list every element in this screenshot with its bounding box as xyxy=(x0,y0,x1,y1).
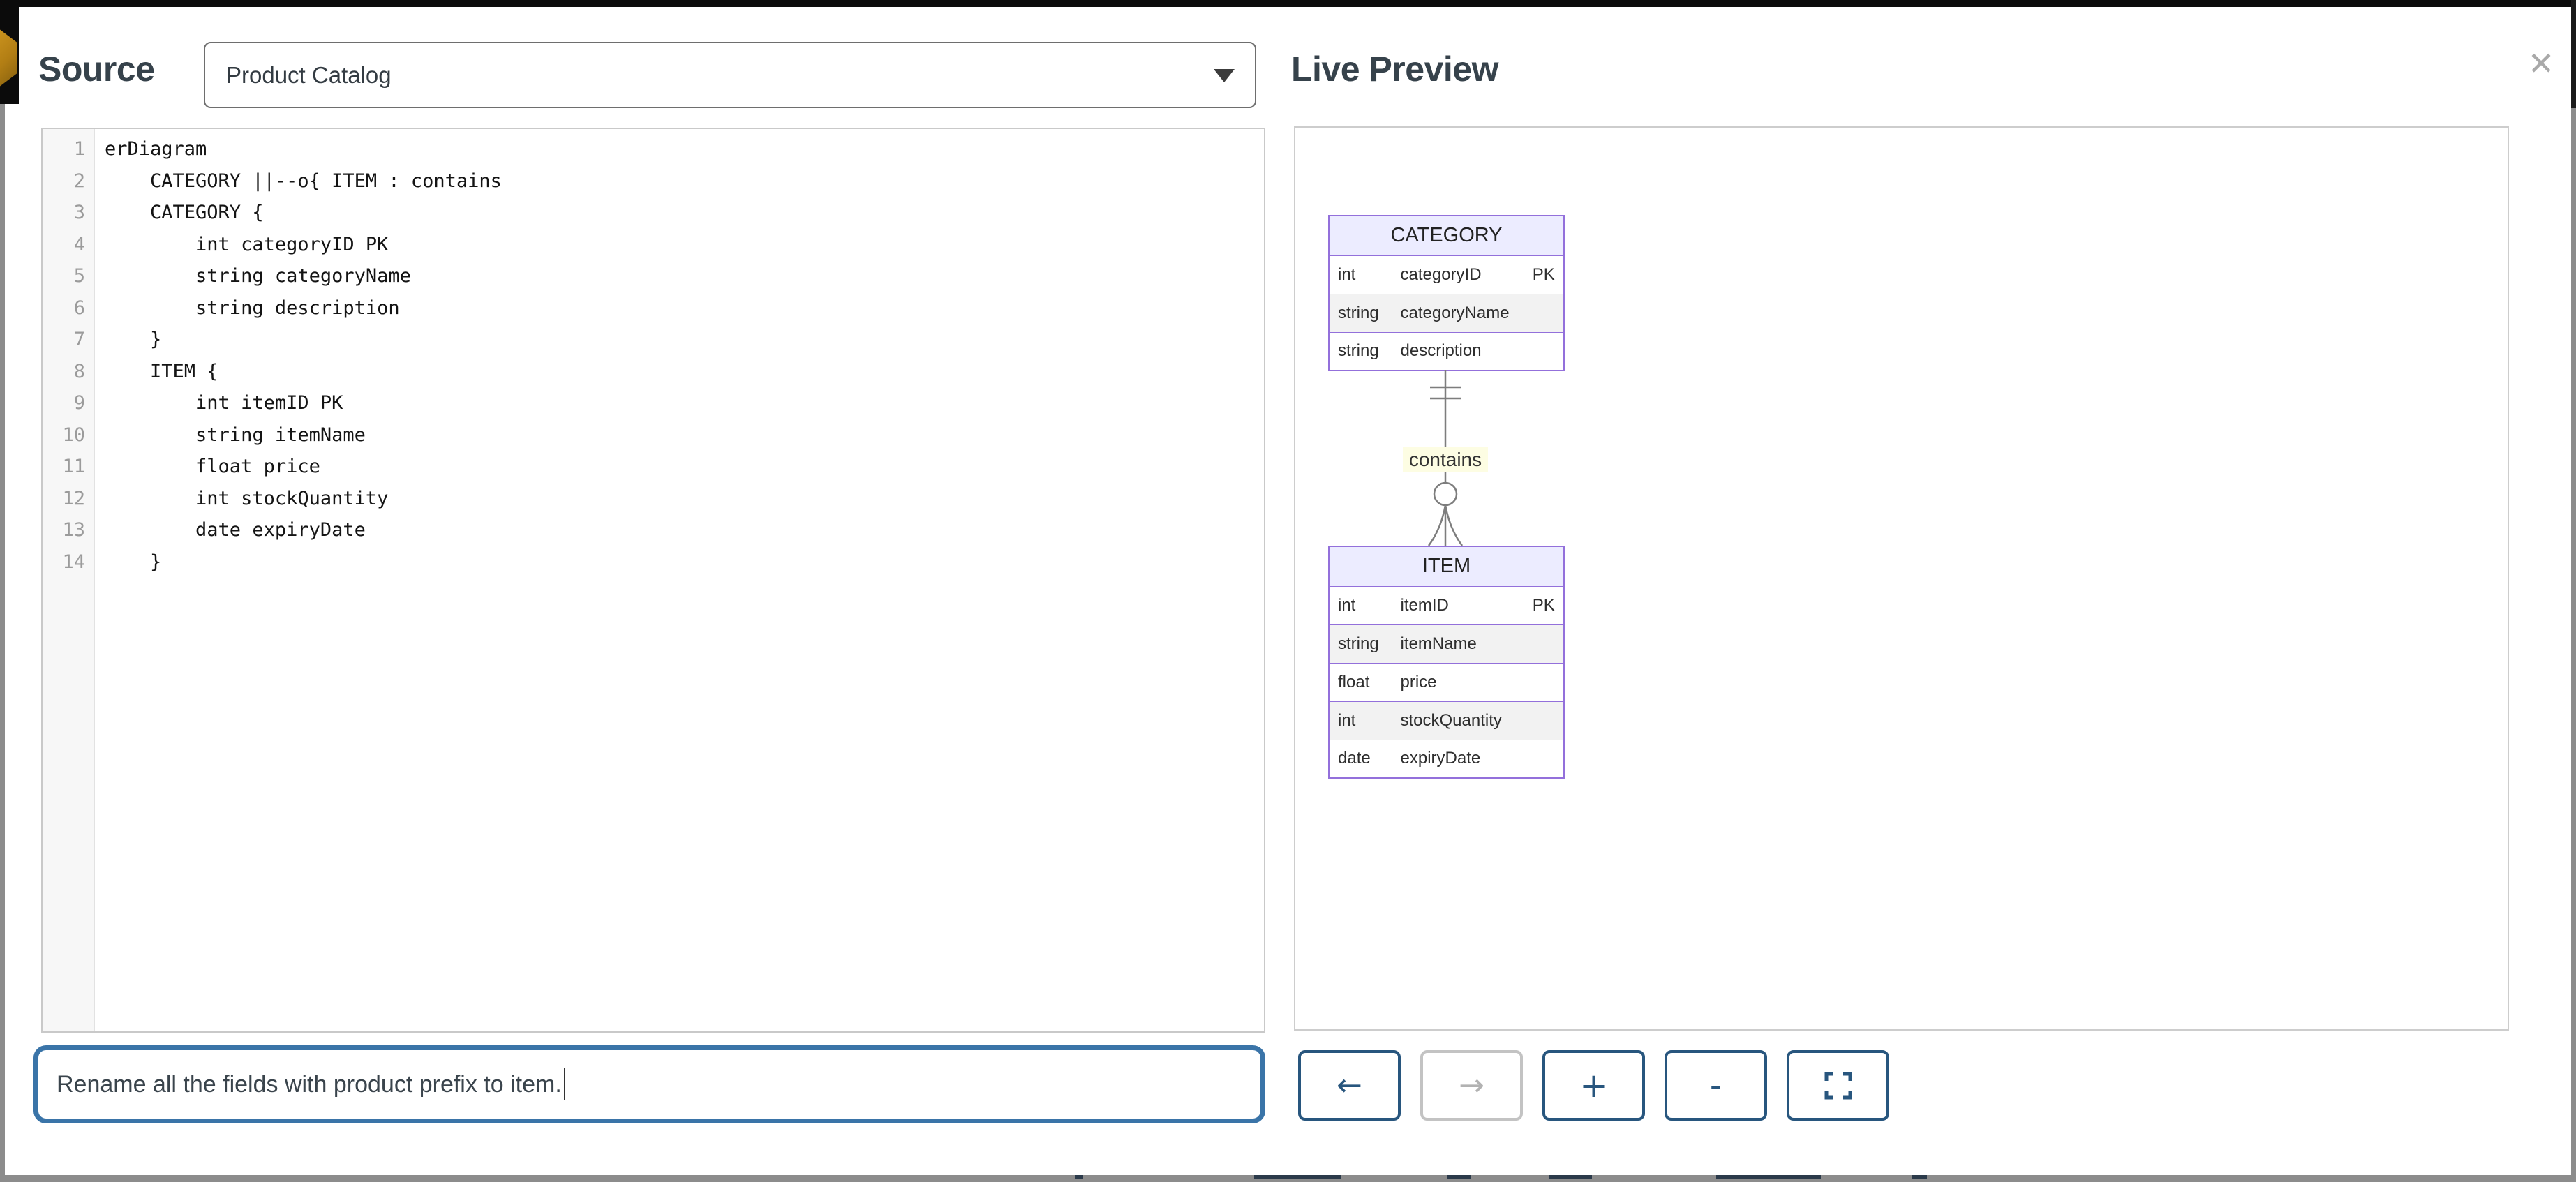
live-preview-title: Live Preview xyxy=(1291,50,1498,89)
relationship-label: contains xyxy=(1403,447,1488,472)
code-line: 5 string categoryName xyxy=(73,265,411,287)
diagram-select-value: Product Catalog xyxy=(226,62,392,88)
code-line: 7 } xyxy=(73,329,162,351)
code-line: 2 CATEGORY ||--o{ ITEM : contains xyxy=(73,170,502,192)
chevron-down-icon xyxy=(1214,69,1235,82)
text-cursor xyxy=(563,1068,565,1100)
background-right-edge xyxy=(2571,108,2576,1182)
code-line: 11 float price xyxy=(62,456,320,478)
code-line: 10 string itemName xyxy=(62,424,366,446)
background-top-bar xyxy=(0,0,2576,7)
source-panel-title: Source xyxy=(38,50,155,89)
prompt-input-value: Rename all the fields with product prefi… xyxy=(57,1070,562,1098)
redo-button[interactable]: → xyxy=(1420,1050,1523,1121)
code-line: 8 ITEM { xyxy=(73,360,218,382)
code-line: 12 int stockQuantity xyxy=(62,487,389,509)
undo-button[interactable]: ← xyxy=(1298,1050,1401,1121)
code-line: 9 int itemID PK xyxy=(73,392,343,414)
fullscreen-icon xyxy=(1824,1072,1852,1099)
zoom-out-button[interactable]: - xyxy=(1665,1050,1767,1121)
line-number-gutter xyxy=(43,129,95,1031)
diagram-select[interactable]: Product Catalog xyxy=(204,42,1256,108)
background-left-edge xyxy=(0,104,5,1182)
prompt-input[interactable]: Rename all the fields with product prefi… xyxy=(33,1045,1265,1123)
entity-title: ITEM xyxy=(1328,546,1565,587)
background-logo-icon xyxy=(0,22,17,93)
background-right-edge-top xyxy=(2571,0,2576,108)
code-line: 6 string description xyxy=(73,297,400,319)
zoom-in-button[interactable]: + xyxy=(1542,1050,1645,1121)
background-bottom-edge xyxy=(5,1175,2571,1182)
entity-title: CATEGORY xyxy=(1328,215,1565,256)
code-line: 3 CATEGORY { xyxy=(73,202,264,224)
code-line: 4 int categoryID PK xyxy=(73,233,389,255)
code-line: 13 date expiryDate xyxy=(62,519,366,541)
code-line: 14 } xyxy=(62,551,162,573)
fullscreen-button[interactable] xyxy=(1787,1050,1889,1121)
background-logo-block xyxy=(0,0,19,104)
close-icon[interactable]: ✕ xyxy=(2527,45,2555,82)
